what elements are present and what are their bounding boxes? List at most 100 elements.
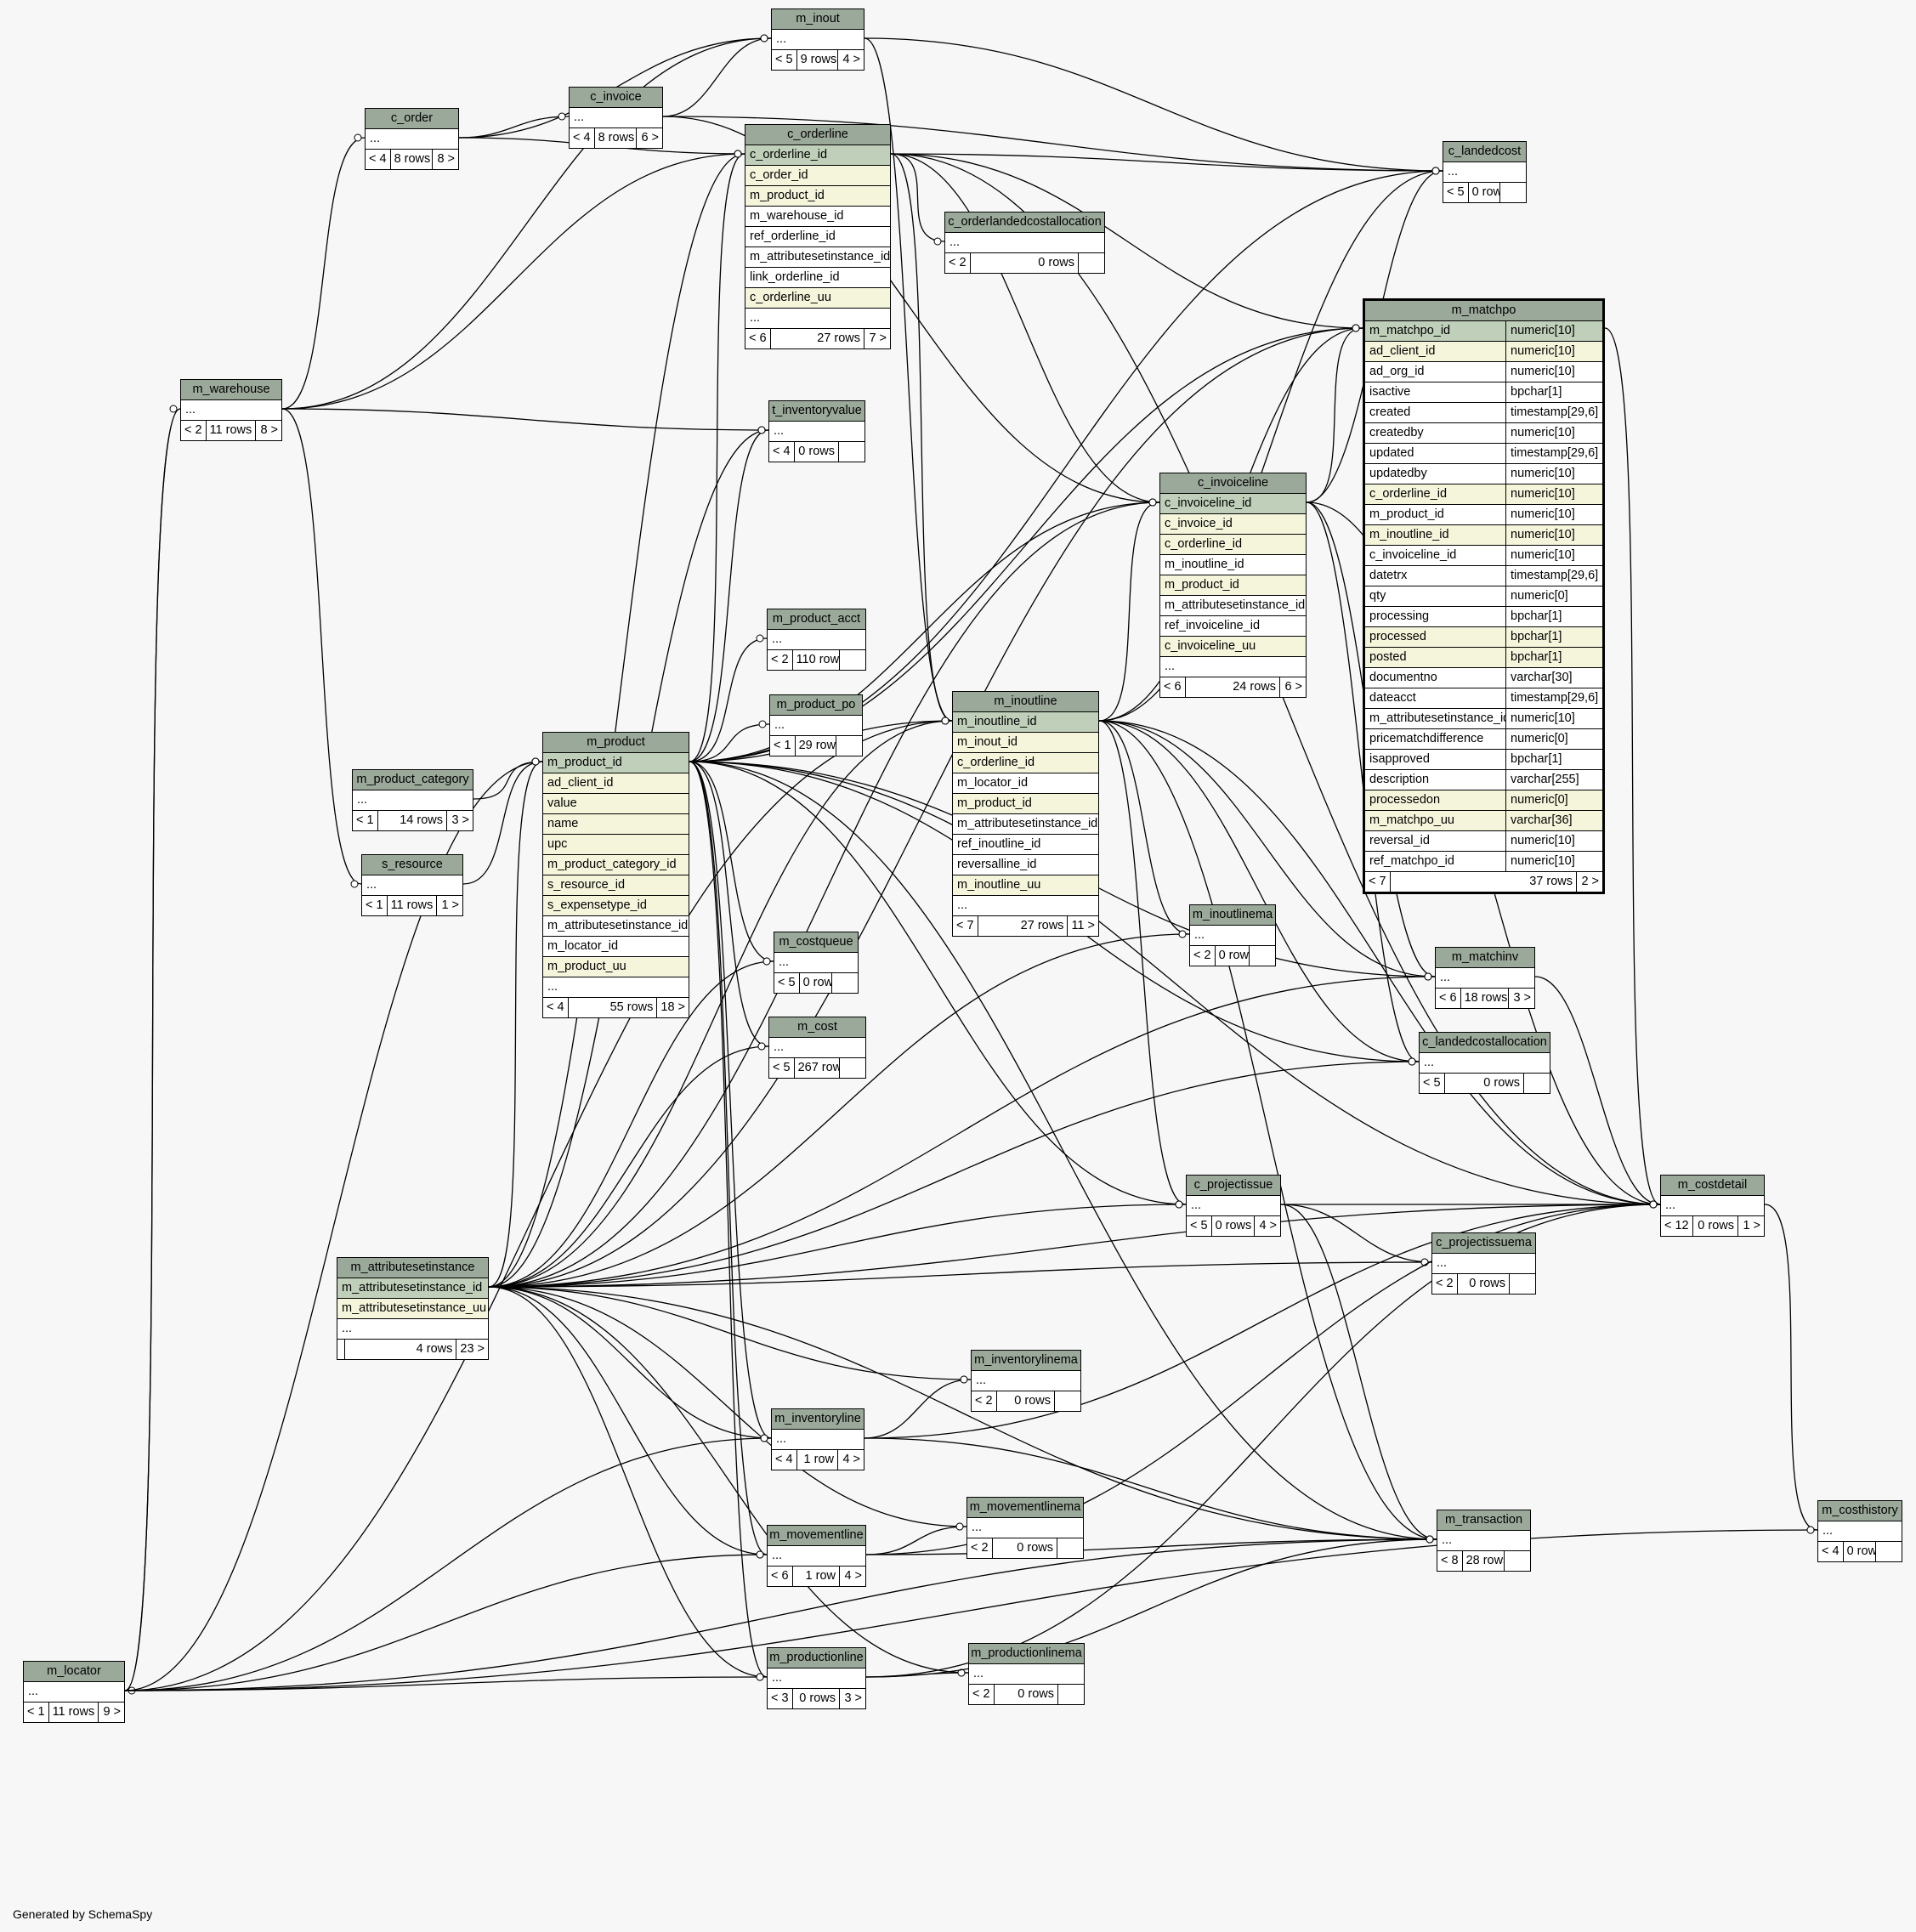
table-title[interactable]: m_costhistory: [1818, 1501, 1902, 1521]
column-row[interactable]: ref_inoutline_id: [953, 835, 1098, 855]
parent-count-link[interactable]: < 5: [774, 973, 800, 993]
parent-count-link[interactable]: < 3: [768, 1689, 793, 1708]
column-row[interactable]: ...: [1818, 1521, 1902, 1542]
column-row[interactable]: c_invoiceline_id: [1160, 494, 1306, 514]
column-row[interactable]: m_product_uu: [543, 957, 689, 977]
parent-count-link[interactable]: < 2: [181, 421, 207, 440]
column-row[interactable]: ...: [366, 129, 458, 150]
child-count-link[interactable]: 23 >: [460, 1342, 485, 1356]
column-row[interactable]: name: [543, 814, 689, 835]
table-title[interactable]: s_resource: [362, 855, 462, 875]
parent-count-link[interactable]: < 8: [1437, 1551, 1463, 1571]
child-count-link[interactable]: [839, 442, 864, 462]
column-row[interactable]: s_expensetype_id: [543, 896, 689, 916]
column-row[interactable]: m_attributesetinstance_uu: [337, 1299, 488, 1319]
child-count-link[interactable]: [1876, 1542, 1902, 1561]
column-row[interactable]: c_orderline_uu: [745, 288, 890, 309]
column-row[interactable]: link_orderline_id: [745, 268, 890, 288]
child-count-link[interactable]: 3 >: [844, 1691, 862, 1705]
child-count-link[interactable]: 8 >: [260, 423, 278, 437]
column-row[interactable]: ...: [570, 108, 662, 128]
column-row[interactable]: c_orderline_id: [953, 753, 1098, 773]
parent-count-link[interactable]: < 2: [972, 1391, 997, 1411]
parent-count-link[interactable]: < 7: [1365, 872, 1391, 892]
table-title[interactable]: m_inout: [772, 9, 864, 30]
child-count-link[interactable]: 7 >: [869, 331, 887, 345]
parent-count-link[interactable]: [337, 1340, 345, 1359]
parent-count-link[interactable]: < 4: [543, 998, 569, 1017]
table-title[interactable]: m_movementline: [768, 1526, 865, 1546]
table-title[interactable]: m_productionline: [768, 1648, 865, 1669]
table-title[interactable]: m_costdetail: [1661, 1176, 1764, 1196]
child-count-link[interactable]: 1 >: [1743, 1219, 1760, 1232]
child-count-link[interactable]: 18 >: [660, 1000, 685, 1014]
table-title[interactable]: m_product_acct: [768, 609, 865, 630]
child-count-link[interactable]: [1510, 1274, 1535, 1294]
column-row[interactable]: ref_invoiceline_id: [1160, 616, 1306, 637]
table-title[interactable]: m_movementlinema: [967, 1498, 1083, 1518]
table-title[interactable]: m_inoutline: [953, 692, 1098, 712]
table-m-transaction[interactable]: m_transaction...< 828 rows: [1437, 1510, 1531, 1572]
child-count-link[interactable]: 4 >: [844, 1569, 862, 1583]
table-title[interactable]: t_inventoryvalue: [769, 401, 864, 422]
parent-count-link[interactable]: < 12: [1661, 1216, 1693, 1236]
column-row[interactable]: ...: [1437, 1531, 1530, 1551]
column-row[interactable]: ...: [953, 896, 1098, 916]
child-count-link[interactable]: [840, 1058, 865, 1078]
column-row[interactable]: ...: [972, 1371, 1080, 1391]
child-count-link[interactable]: [1057, 1538, 1083, 1558]
column-row[interactable]: ...: [768, 1546, 865, 1567]
table-title[interactable]: m_product: [543, 733, 689, 753]
child-count-link[interactable]: [832, 973, 858, 993]
column-row[interactable]: m_attributesetinstance_id: [1160, 596, 1306, 616]
column-row[interactable]: c_invoice_id: [1160, 514, 1306, 535]
parent-count-link[interactable]: < 5: [1443, 183, 1469, 202]
column-row[interactable]: ...: [1190, 926, 1275, 946]
table-title[interactable]: m_cost: [769, 1017, 865, 1038]
column-row[interactable]: m_locator_id: [543, 937, 689, 957]
column-row[interactable]: ...: [945, 233, 1104, 253]
parent-count-link[interactable]: < 5: [1420, 1074, 1445, 1093]
column-row[interactable]: ...: [1432, 1254, 1535, 1274]
column-row[interactable]: ...: [1443, 162, 1526, 183]
parent-count-link[interactable]: < 2: [1432, 1274, 1458, 1294]
parent-count-link[interactable]: < 1: [24, 1703, 49, 1722]
table-title[interactable]: m_productionlinema: [969, 1644, 1084, 1664]
column-row[interactable]: m_inoutline_id: [953, 712, 1098, 733]
column-row[interactable]: m_attributesetinstance_id: [543, 916, 689, 937]
column-row[interactable]: ad_client_id: [543, 773, 689, 794]
parent-count-link[interactable]: < 4: [772, 1450, 797, 1470]
child-count-link[interactable]: 3 >: [1513, 991, 1531, 1005]
table-title[interactable]: m_inoutlinema: [1190, 905, 1275, 926]
child-count-link[interactable]: 2 >: [1581, 875, 1599, 888]
child-count-link[interactable]: [1505, 1551, 1530, 1571]
table-title[interactable]: m_matchinv: [1436, 948, 1534, 968]
